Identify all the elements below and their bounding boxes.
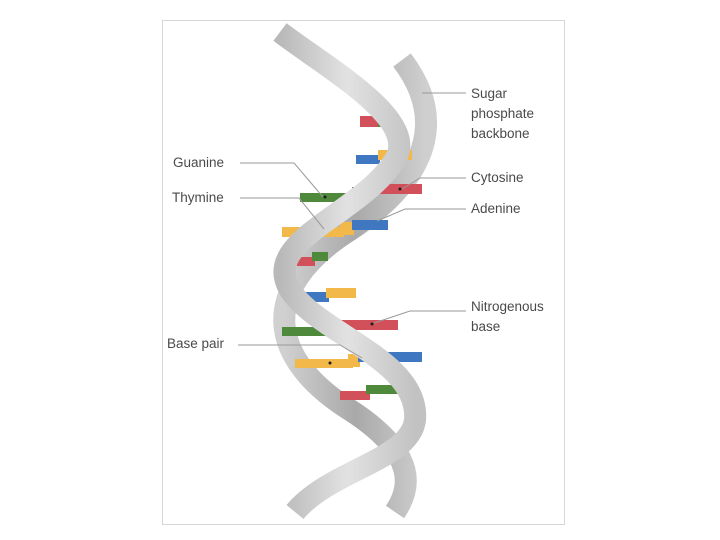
label-base-pair: Base pair — [167, 334, 224, 354]
leader-line-guanine — [240, 163, 323, 197]
label-adenine: Adenine — [471, 199, 521, 219]
label-cytosine: Cytosine — [471, 168, 524, 188]
label-guanine: Guanine — [173, 153, 224, 173]
label-thymine: Thymine — [172, 188, 224, 208]
label-nitrogenous-base: Nitrogenous base — [471, 297, 544, 337]
label-sugar-phosphate-backbone: Sugar phosphate backbone — [471, 84, 534, 144]
